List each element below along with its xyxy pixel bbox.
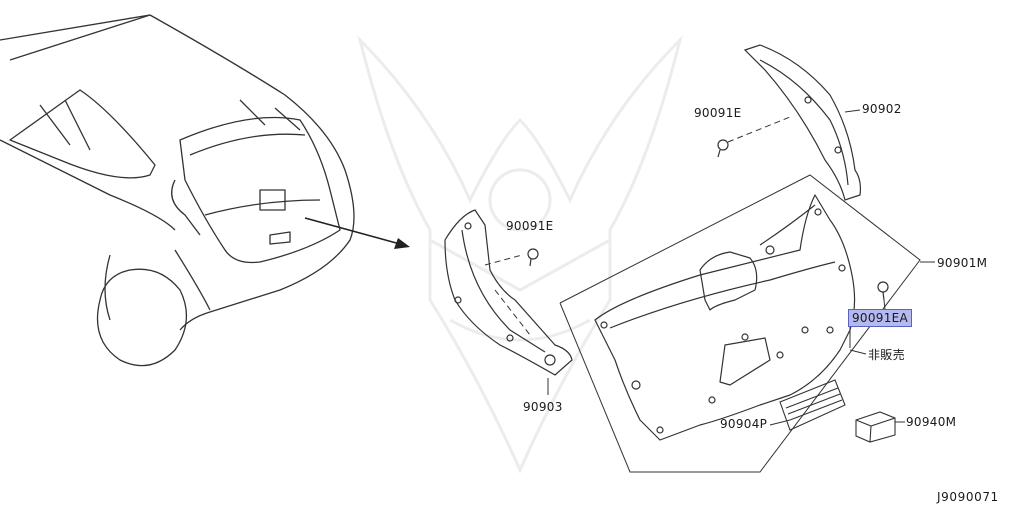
label-90901M: 90901M xyxy=(937,256,988,270)
label-90902: 90902 xyxy=(862,102,902,116)
callout-arrow xyxy=(304,217,410,249)
clip-90091E-top-shape xyxy=(717,139,729,158)
label-90091E-left: 90091E xyxy=(506,219,554,233)
label-90903: 90903 xyxy=(523,400,563,414)
label-90904P: 90904P xyxy=(720,417,768,431)
vehicle-rear-view xyxy=(0,14,355,367)
part-90902-shape xyxy=(743,44,862,201)
clip-90091E-left-shape xyxy=(527,248,539,267)
label-not-sold: 非販売 xyxy=(868,348,905,362)
part-90904P-shape xyxy=(779,379,846,431)
watermark-logo xyxy=(357,35,683,474)
label-90091EA-highlighted[interactable]: 90091EA xyxy=(848,309,913,327)
label-90091E-top: 90091E xyxy=(694,106,742,120)
diagram-code: J9090071 xyxy=(937,490,999,504)
clip-90091EA-shape xyxy=(877,281,889,301)
assembly-bounding-box xyxy=(559,174,935,473)
part-90940M-shape xyxy=(855,411,896,443)
part-90901M-shape xyxy=(594,194,856,441)
part-90903-shape xyxy=(444,209,573,376)
label-90940M: 90940M xyxy=(906,415,957,429)
